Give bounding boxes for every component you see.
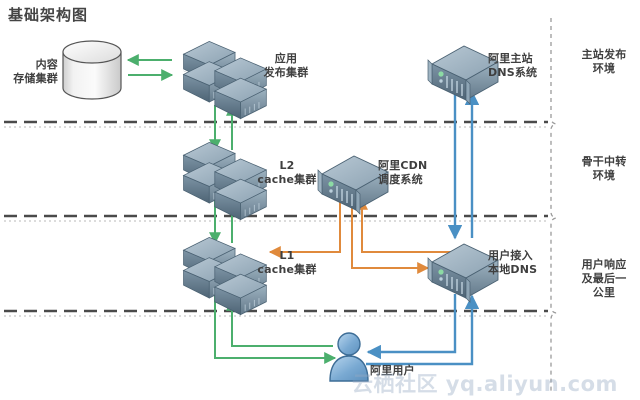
label-zone-main-publish: 主站发布 环境 [581,48,627,75]
label-local-dns: 用户接入 本地DNS [488,249,538,276]
zone-bracket [550,18,557,392]
arrow-localdns-to-user [366,294,457,360]
label-zone-backbone: 骨干中转 环境 [581,155,627,182]
main-dns-server-icon [427,45,499,105]
arrow-l1-to-user [214,294,337,364]
label-app-publish-cluster: 应用 发布集群 [263,52,309,79]
zone-divider-middle [4,214,548,222]
page-title: 基础架构图 [8,6,89,24]
arrow-cdn-to-l1cache [268,199,341,258]
arrow-localdns-to-cdn [356,197,470,253]
label-cdn-schedule: 阿里CDN 调度系统 [378,159,428,186]
app-publish-cluster-icon [182,40,268,120]
content-storage-cylinder [62,40,122,100]
orange-flow-group [268,197,470,274]
zone-divider-group [4,120,548,317]
label-content-storage: 内容 存储集群 [13,58,58,85]
label-l1-cache: L1 cache集群 [257,249,317,276]
local-dns-server-icon [427,243,499,303]
arrow-cdn-to-localdns [351,199,430,274]
user-avatar-icon [329,332,369,382]
blue-flow-group [366,90,480,366]
label-zone-user-response: 用户响应 及最后一 公里 [581,258,627,299]
l2-cache-cluster-icon [182,141,268,221]
arrow-user-to-l1 [226,298,333,347]
label-main-dns: 阿里主站 DNS系统 [488,52,538,79]
zone-divider-top [4,120,548,128]
l1-cache-cluster-icon [182,236,268,316]
label-l2-cache: L2 cache集群 [257,159,317,186]
zone-divider-bottom [4,309,548,317]
watermark: 云栖社区 yq.aliyun.com [352,372,618,396]
arrow-user-to-localdns [366,294,480,366]
cdn-schedule-server-icon [317,155,389,215]
label-user: 阿里用户 [370,364,415,377]
